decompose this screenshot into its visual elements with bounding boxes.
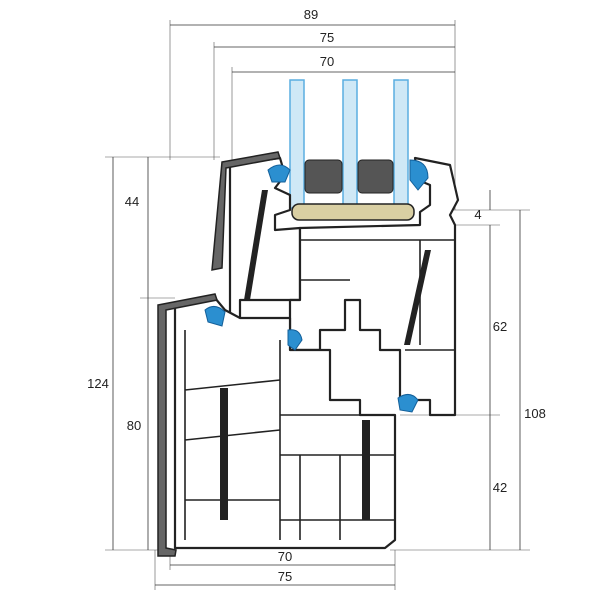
gasket-inner-frame [397,394,419,413]
spacer-1 [304,159,343,194]
dimension-right: 4 62 108 42 [390,190,546,551]
glazing-block [291,203,415,221]
gasket-frame-outer [204,306,226,327]
triple-glazing [289,79,415,221]
dim-label-4: 4 [474,207,481,222]
frame-cover-strip [157,293,218,557]
sash-cover-strip [211,151,281,271]
dim-label-42: 42 [493,480,507,495]
dimension-top-70: 70 [231,54,455,300]
frame-profile [173,296,397,550]
sash-steel-right [404,250,431,345]
glass-pane-3 [393,79,409,209]
dim-label-70-top: 70 [320,54,334,69]
gasket-outer-sash [267,164,291,183]
dim-label-44: 44 [125,194,139,209]
dim-label-75-bottom: 75 [278,569,292,584]
sash-steel-left [244,190,268,300]
gaskets [204,159,429,413]
frame-steel-right [362,420,370,520]
dim-label-108: 108 [524,406,546,421]
glass-pane-1 [289,79,305,209]
frame-steel-left [220,388,228,520]
gasket-inner-glass [409,159,429,191]
dim-label-70-bottom: 70 [278,549,292,564]
dimension-top-75: 75 [213,30,455,160]
dim-label-80: 80 [127,418,141,433]
gasket-center [287,329,303,351]
spacer-2 [357,159,394,194]
dimension-left: 124 44 80 [87,156,220,551]
dimension-top-89: 89 [169,7,456,210]
dim-label-89: 89 [304,7,318,22]
dim-label-124: 124 [87,376,109,391]
glass-pane-2 [342,79,358,209]
dim-label-62: 62 [493,319,507,334]
dimension-bottom: 70 75 [154,549,396,590]
dim-label-75-top: 75 [320,30,334,45]
sash-profile [228,156,460,417]
